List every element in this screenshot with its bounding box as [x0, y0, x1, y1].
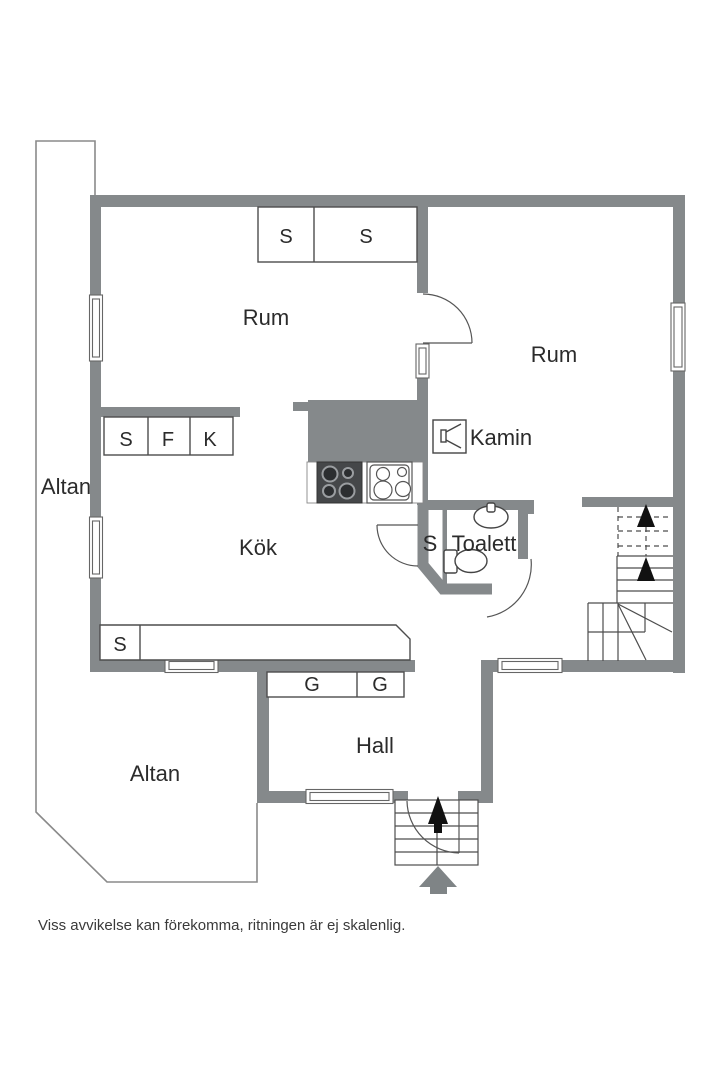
label-room-top-left: Rum: [243, 305, 289, 330]
label-garderob-2: G: [372, 674, 388, 696]
label-fireplace: Kamin: [470, 425, 532, 450]
kitchen-bench: [99, 624, 411, 661]
window-room-left: [88, 294, 104, 362]
kitchen-counter: [308, 400, 423, 463]
disclaimer-text: Viss avvikelse kan förekomma, ritningen …: [38, 917, 405, 934]
label-closet-s: S: [119, 429, 132, 451]
sink-icon: [366, 461, 413, 504]
direction-arrows: [428, 504, 655, 833]
label-wardrobe-1: S: [279, 226, 292, 248]
label-garderob-1: G: [304, 674, 320, 696]
wall-toilet-closet-divider: [442, 505, 447, 585]
window-bottom-right: [497, 657, 563, 674]
staircase: [587, 507, 673, 661]
wall-top: [90, 195, 685, 207]
wall-toilet-right: [518, 505, 528, 559]
wall-stair-stub: [582, 497, 673, 507]
wall-left: [90, 195, 101, 672]
windows: [88, 294, 686, 805]
garderob-box: [266, 671, 405, 698]
door-kitchen-passage: [376, 524, 419, 567]
label-wardrobe-2: S: [359, 226, 372, 248]
label-closet-k: K: [203, 429, 217, 451]
label-room-top-right: Rum: [531, 342, 577, 367]
wall-right: [673, 195, 685, 673]
window-interior: [415, 343, 430, 379]
closets: [99, 206, 418, 698]
wall-toilet-top-tab: [523, 500, 534, 514]
label-terrace-bottom: Altan: [130, 761, 180, 786]
label-kitchen: Kök: [239, 535, 278, 560]
door-entry: [406, 800, 460, 854]
entrance-arrow: [419, 866, 457, 894]
wardrobe-top-box: [257, 206, 418, 263]
kitchen-appliances: [306, 461, 424, 504]
label-hall: Hall: [356, 733, 394, 758]
wall-toilet-left-diagonal: [417, 502, 492, 595]
window-kitchen-bottom: [164, 657, 219, 674]
toilet-fixtures: [443, 502, 509, 574]
door-toilet: [486, 558, 532, 618]
label-toilet-closet: S: [423, 531, 438, 556]
window-room-right: [670, 302, 686, 372]
window-hall-bottom: [305, 788, 394, 805]
stove-icon: [316, 461, 363, 504]
label-closet-f: F: [162, 429, 174, 451]
kitchen-counter-stub: [293, 402, 309, 411]
wall-hall-right: [481, 672, 493, 791]
door-room-divider: [422, 293, 473, 344]
stair-arrow-upper: [637, 504, 655, 527]
doors: [376, 293, 532, 854]
sfk-closet-box: [103, 416, 234, 456]
wall-toilet-top: [420, 500, 530, 510]
washbasin-icon: [473, 502, 509, 529]
entry-arrow-stem: [434, 824, 442, 833]
label-terrace-left: Altan: [41, 474, 91, 499]
wc-icon: [443, 548, 488, 574]
label-toilet: Toalett: [452, 531, 517, 556]
stairs-upper-dashed: [617, 507, 671, 556]
wall-bottom-left: [90, 660, 415, 672]
entry-arrow: [428, 796, 448, 824]
stair-arrow-lower: [637, 557, 655, 581]
fireplace-icon: [432, 419, 467, 454]
wall-kitchen-top: [95, 407, 240, 417]
wall-room-divider-upper: [417, 207, 428, 293]
labels: Rum Rum Kök Hall Toalett S Kamin Altan A…: [41, 226, 577, 786]
label-bench-closet: S: [113, 634, 126, 656]
wall-hall-left: [257, 672, 269, 803]
window-kitchen-left: [88, 516, 104, 579]
stairs-winder: [587, 603, 673, 661]
